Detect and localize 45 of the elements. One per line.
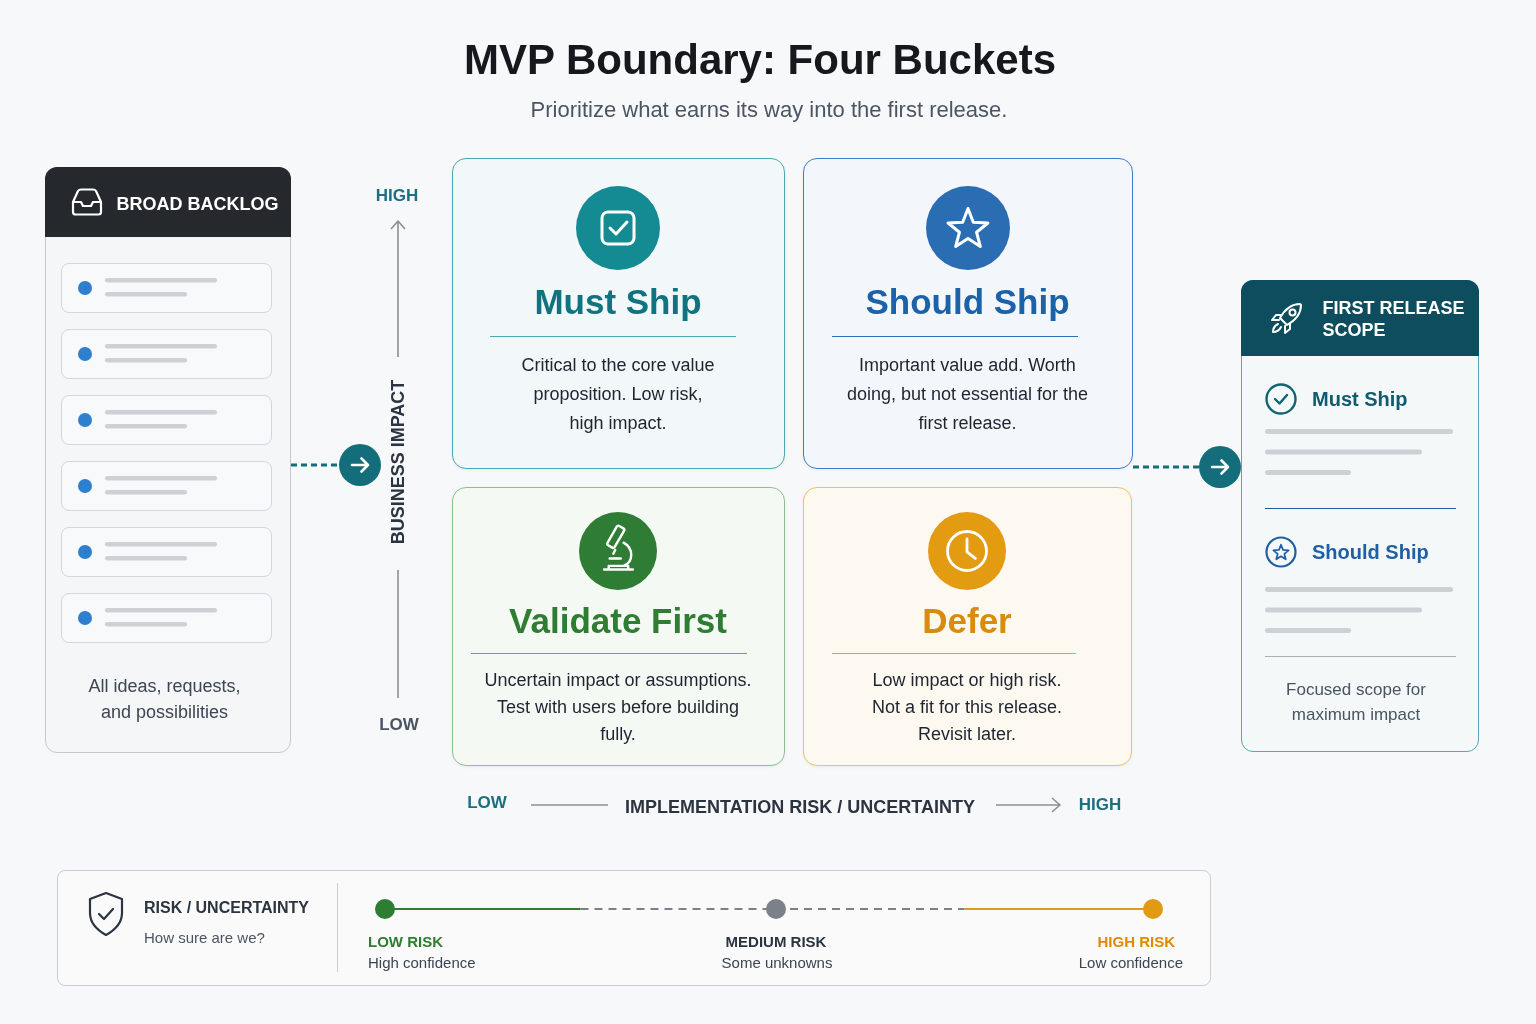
quadrant-card [452, 158, 785, 469]
axis-label: HIGH [375, 186, 419, 206]
quadrant-card [803, 487, 1132, 766]
list-item-card [61, 329, 272, 379]
list-item-card [61, 593, 272, 643]
legend-note: Some unknowns [721, 953, 833, 971]
panel-description: All ideas, requests, and possibilities [87, 675, 242, 724]
quadrant-title: Defer [922, 600, 1012, 641]
panel-title: BROAD BACKLOG [116, 193, 279, 214]
subtitle: Prioritize what earns its way into the first release. [530, 97, 1008, 123]
legend-title: RISK / UNCERTAINTY [144, 899, 310, 917]
quadrant-description: Uncertain impact or assumptions. Test with users before building fully. [483, 668, 753, 746]
quadrant-description: Low impact or high risk. Not a fit for this release. Revisit later. [870, 668, 1064, 746]
legend-note: High confidence [368, 953, 476, 971]
quadrant-card [803, 158, 1133, 469]
quadrant-card [452, 487, 785, 766]
panel-description: Focused scope for maximum impact [1285, 679, 1427, 726]
legend-subtitle: How sure are we? [144, 928, 265, 946]
list-item-card [61, 461, 272, 511]
backlog-panel [45, 167, 291, 753]
quadrant-title: Must Ship [534, 281, 702, 322]
list-item-card [61, 263, 272, 313]
quadrant-title: Validate First [509, 600, 727, 641]
axis-label: LOW [379, 715, 419, 735]
legend-label: LOW RISK [368, 932, 443, 950]
quadrant-description: Critical to the core value proposition. Low risk, high impact. [520, 353, 716, 435]
list-item-card [61, 527, 272, 577]
legend-note: Low confidence [1078, 953, 1183, 971]
axis-title: BUSINESS IMPACT [387, 379, 409, 545]
scope-item-title: Must Ship [1312, 387, 1408, 411]
panel-title: FIRST RELEASE SCOPE [1322, 296, 1466, 341]
legend-label: MEDIUM RISK [725, 932, 827, 950]
scope-panel [1241, 280, 1479, 752]
axis-label: LOW [467, 793, 507, 813]
page-title: MVP Boundary: Four Buckets [464, 36, 1056, 84]
scope-item-title: Should Ship [1312, 540, 1429, 564]
connector-arrow [1133, 446, 1241, 488]
quadrant-title: Should Ship [865, 281, 1070, 322]
connector-arrow [291, 444, 381, 486]
list-item-card [61, 395, 272, 445]
legend-label: HIGH RISK [1097, 932, 1175, 950]
axis-title: IMPLEMENTATION RISK / UNCERTAINTY [625, 796, 975, 818]
axis-label: HIGH [1078, 795, 1122, 815]
quadrant-description: Important value add. Worth doing, but not essential for the first release. [845, 353, 1090, 435]
legend-panel [57, 870, 1211, 986]
